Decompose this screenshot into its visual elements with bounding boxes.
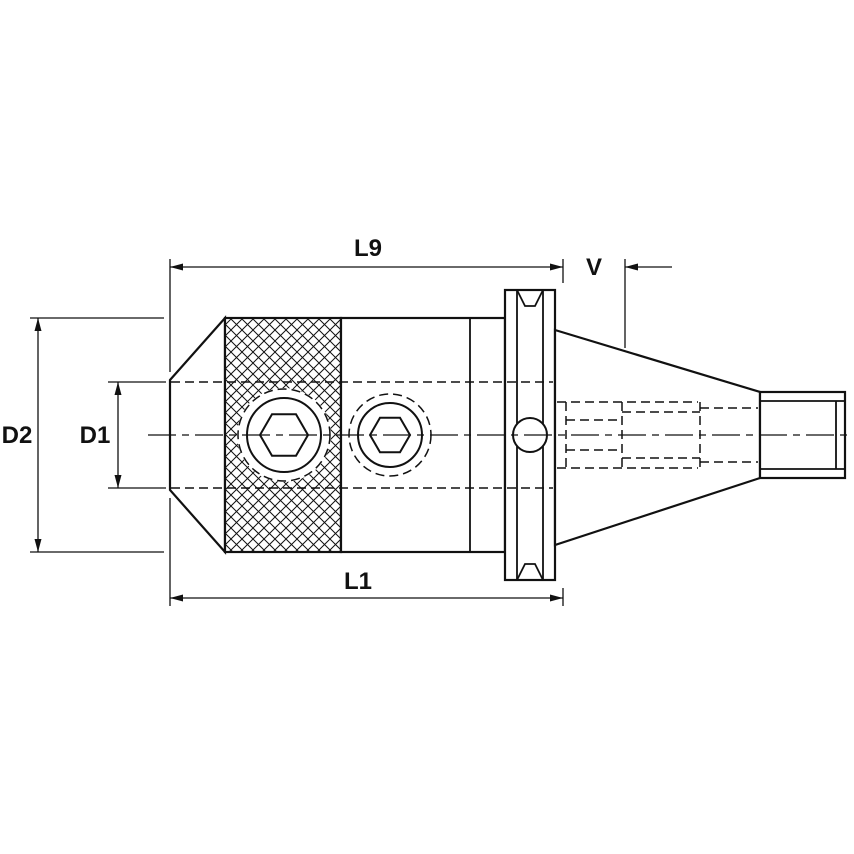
hidden-detail xyxy=(171,381,758,489)
dim-label-l1: L1 xyxy=(344,568,372,595)
dim-label-v: V xyxy=(586,254,602,281)
dim-label-d1: D1 xyxy=(80,422,111,449)
front-clamp-screw xyxy=(237,388,331,482)
flange-groove-top-notch xyxy=(516,289,544,307)
dim-label-l9: L9 xyxy=(354,235,382,262)
dim-label-d2: D2 xyxy=(2,422,33,449)
dimension-l9: L9 xyxy=(169,235,564,372)
dimension-d1: D1 xyxy=(80,381,166,489)
dimension-d2: D2 xyxy=(2,317,164,553)
dimension-l1: L1 xyxy=(169,498,564,606)
flange-groove-bottom-notch xyxy=(516,563,544,581)
dimension-v: V xyxy=(586,254,672,348)
taper-cone-outline xyxy=(553,328,762,547)
